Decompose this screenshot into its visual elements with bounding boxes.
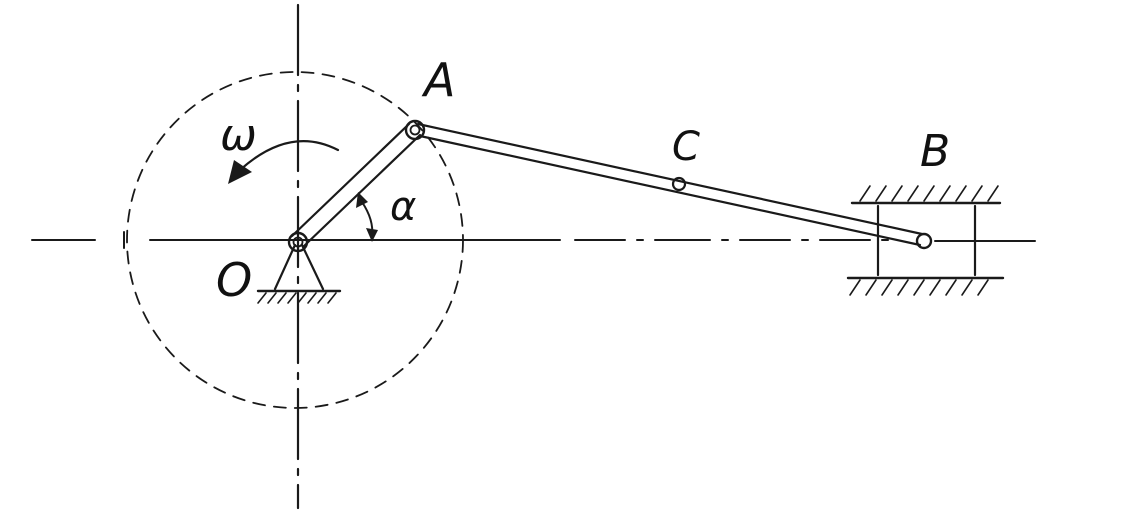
label-point-o: O — [216, 253, 252, 307]
label-alpha: α — [390, 184, 416, 230]
joint-b-hinge — [915, 232, 933, 250]
label-point-b: B — [920, 126, 950, 177]
point-c-marker — [671, 176, 687, 192]
crank-path-circle — [126, 71, 464, 409]
joint-o-hinge — [287, 231, 309, 253]
omega-arrow-icon — [228, 139, 340, 184]
label-point-c: C — [672, 124, 700, 170]
alpha-angle-arrow-icon — [356, 192, 378, 242]
slider-guide-b — [846, 185, 1005, 296]
label-omega: ω — [220, 110, 257, 161]
joint-a-hinge — [404, 119, 426, 141]
fixed-support-o — [256, 243, 342, 304]
crank-link-oa — [290, 122, 422, 248]
connecting-rod-ab — [416, 122, 924, 247]
horizontal-axis-line — [31, 231, 1036, 249]
label-point-a: A — [421, 53, 455, 107]
